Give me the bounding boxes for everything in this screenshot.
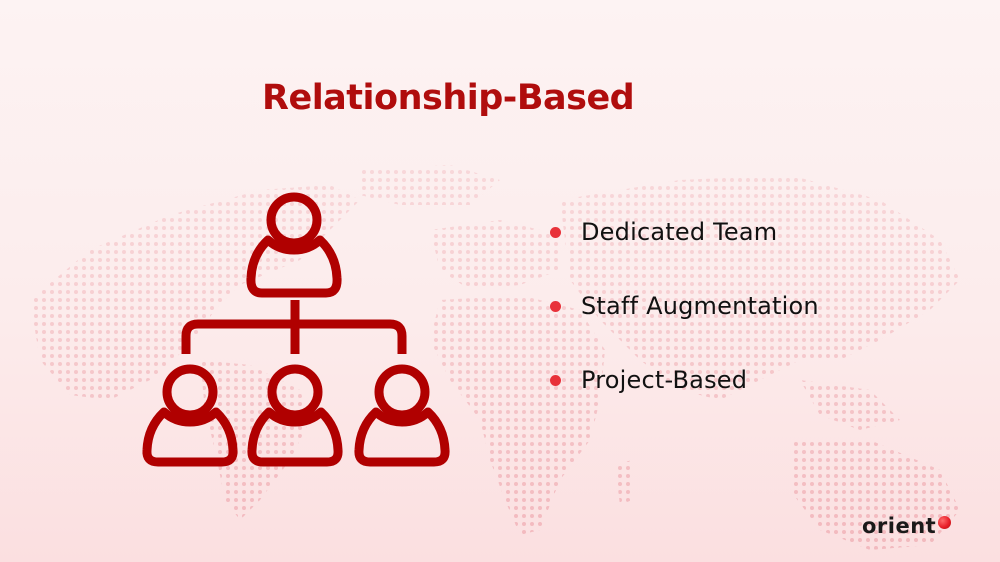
org-chart-icon xyxy=(142,192,450,467)
bullet-text: Project-Based xyxy=(581,366,748,394)
bottom-middle-person-icon xyxy=(247,364,343,467)
bullet-dot-icon xyxy=(550,374,561,386)
connector-lines-icon xyxy=(181,300,407,354)
bottom-right-person-icon xyxy=(354,364,450,467)
page-title: Relationship-Based xyxy=(262,78,635,118)
list-item: Project-Based xyxy=(550,362,819,398)
list-item: Dedicated Team xyxy=(550,214,819,250)
brand-logo: orient xyxy=(862,513,952,539)
bullet-text: Dedicated Team xyxy=(581,218,778,246)
bullet-list: Dedicated Team Staff Augmentation Projec… xyxy=(550,214,819,436)
bottom-left-person-icon xyxy=(142,364,238,467)
bullet-dot-icon xyxy=(550,300,561,312)
list-item: Staff Augmentation xyxy=(550,288,819,324)
red-sphere-icon xyxy=(938,516,952,529)
bullet-text: Staff Augmentation xyxy=(581,292,819,320)
logo-text: orient xyxy=(862,514,937,538)
bullet-dot-icon xyxy=(550,226,561,238)
top-person-icon xyxy=(246,192,342,298)
